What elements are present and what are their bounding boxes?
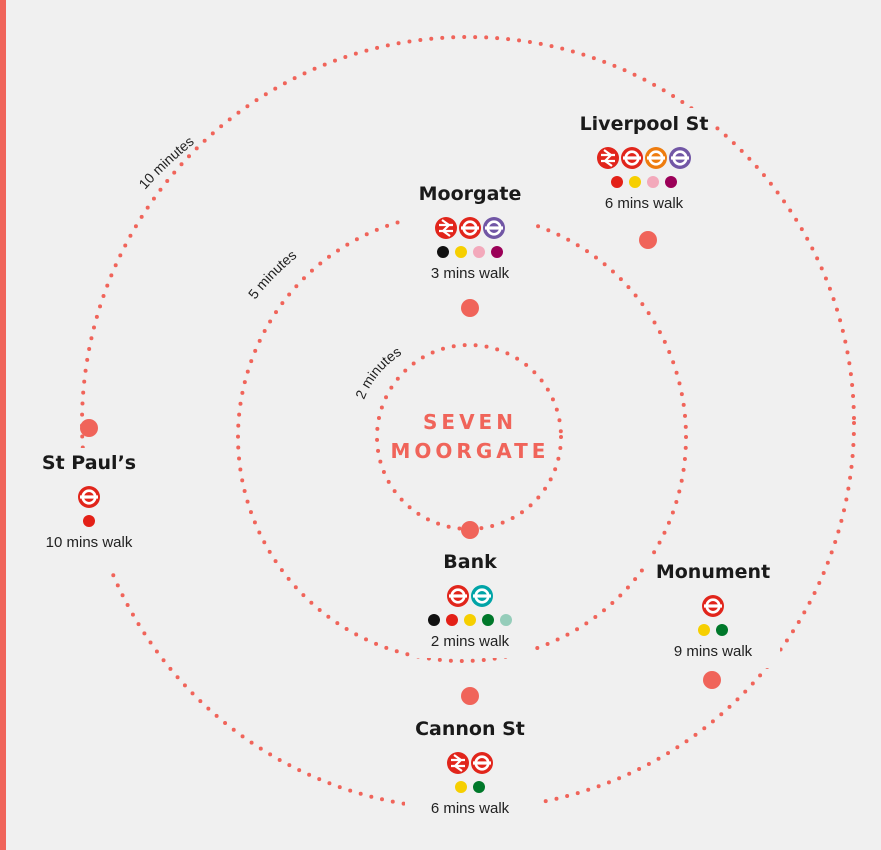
walk-time: 3 mins walk xyxy=(431,265,510,282)
line-dot xyxy=(473,781,485,793)
underground-icon xyxy=(459,217,481,239)
overground-icon xyxy=(645,147,667,169)
center-title-line-1: SEVEN xyxy=(423,410,517,434)
station-monument: Monument 9 mins walk xyxy=(656,561,770,660)
station-marker-moorgate xyxy=(461,299,479,317)
underground-icon xyxy=(78,486,100,508)
stations: Moorgate 3 mins walk Liverpool St 6 mins wa… xyxy=(42,113,770,817)
station-marker-st-pauls xyxy=(80,419,98,437)
line-dot xyxy=(482,614,494,626)
national-rail-icon xyxy=(597,147,619,169)
station-marker-monument xyxy=(703,671,721,689)
station-name: Cannon St xyxy=(415,718,525,740)
line-dot xyxy=(491,246,503,258)
station-bank: Bank 2 mins walk xyxy=(428,551,512,650)
label-bg-bank xyxy=(410,546,530,658)
station-name: Monument xyxy=(656,561,770,583)
ring-label-10-minutes: 10 minutes xyxy=(135,133,196,192)
elizabeth-line-icon xyxy=(483,217,505,239)
national-rail-icon xyxy=(447,752,469,774)
line-dot xyxy=(500,614,512,626)
station-name: St Paul’s xyxy=(42,452,136,474)
label-bg-cannon-st xyxy=(405,712,540,826)
walk-time: 2 mins walk xyxy=(431,633,510,650)
station-marker-bank xyxy=(461,521,479,539)
underground-icon xyxy=(447,585,469,607)
dlr-icon xyxy=(471,585,493,607)
underground-icon xyxy=(471,752,493,774)
ring-2-minutes xyxy=(375,343,563,531)
line-dot xyxy=(698,624,710,636)
line-dot xyxy=(428,614,440,626)
line-dot xyxy=(455,781,467,793)
line-dot xyxy=(437,246,449,258)
line-dot xyxy=(446,614,458,626)
station-name: Liverpool St xyxy=(580,113,709,135)
station-marker-cannon-st xyxy=(461,687,479,705)
line-dot xyxy=(455,246,467,258)
walk-time: 6 mins walk xyxy=(431,800,510,817)
line-dot xyxy=(611,176,623,188)
line-dot xyxy=(83,515,95,527)
walk-time: 6 mins walk xyxy=(605,195,684,212)
line-dot xyxy=(464,614,476,626)
walk-time: 9 mins walk xyxy=(674,643,753,660)
line-dot xyxy=(647,176,659,188)
walk-time: 10 mins walk xyxy=(46,534,133,551)
underground-icon xyxy=(702,595,724,617)
line-dot xyxy=(716,624,728,636)
center-title-line-2: MOORGATE xyxy=(391,439,550,463)
line-dot xyxy=(629,176,641,188)
ring-label-2-minutes: 2 minutes xyxy=(352,343,404,401)
station-st-paul-s: St Paul’s 10 mins walk xyxy=(42,452,136,551)
station-liverpool-st: Liverpool St 6 mins walk xyxy=(580,113,709,212)
station-name: Moorgate xyxy=(419,183,522,205)
label-bg-st-pauls xyxy=(28,448,152,568)
station-name: Bank xyxy=(443,551,497,573)
underground-icon xyxy=(621,147,643,169)
station-markers xyxy=(80,231,721,705)
line-dot xyxy=(665,176,677,188)
national-rail-icon xyxy=(435,217,457,239)
elizabeth-line-icon xyxy=(669,147,691,169)
station-marker-liverpool-st xyxy=(639,231,657,249)
line-dot xyxy=(473,246,485,258)
accent-bar xyxy=(0,0,6,850)
station-moorgate: Moorgate 3 mins walk xyxy=(419,183,522,282)
ring-label-5-minutes: 5 minutes xyxy=(245,247,300,302)
station-cannon-st: Cannon St 6 mins walk xyxy=(415,718,525,817)
